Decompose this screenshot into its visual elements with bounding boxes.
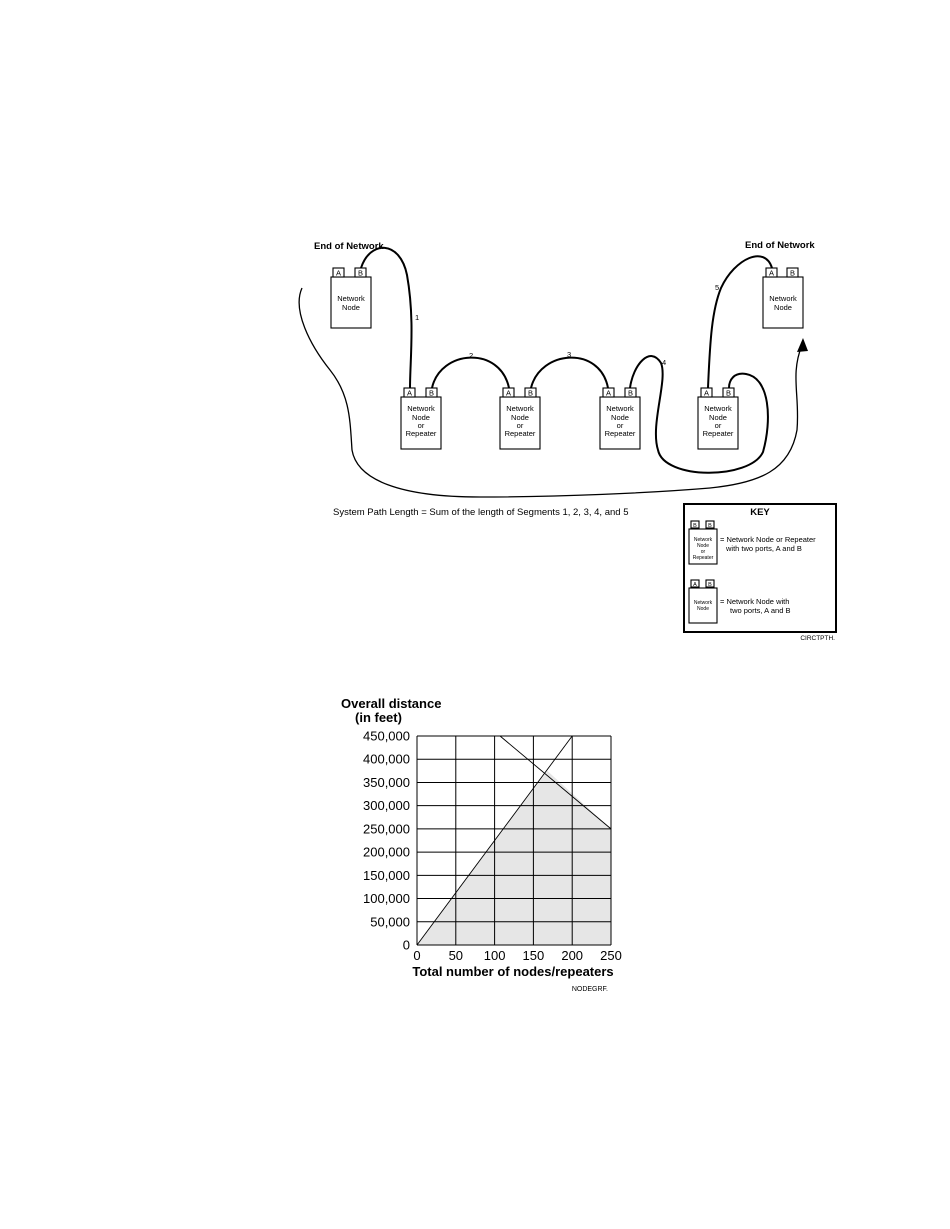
y-tick-label: 300,000: [363, 798, 410, 813]
repeater-4: A B Network Node or Repeater: [697, 387, 739, 450]
y-axis-label-line-2: (in feet): [355, 710, 402, 725]
port-b-label: B: [429, 389, 434, 398]
x-tick-label: 0: [413, 948, 420, 963]
left-end-of-network-label: End of Network: [314, 241, 384, 252]
key-repeater-description-line-1: = Network Node or Repeater: [720, 535, 816, 544]
repeater-label-line-4: Repeater: [703, 429, 734, 438]
repeater-label-line-1: Network: [704, 404, 732, 413]
y-tick-label: 0: [403, 938, 410, 953]
repeater-label-line-1: Network: [506, 404, 534, 413]
port-b-label: B: [528, 389, 533, 398]
x-tick-label: 150: [523, 948, 545, 963]
y-tick-label: 200,000: [363, 845, 410, 860]
port-b-label: B: [708, 523, 712, 529]
repeater-label-line-1: Network: [606, 404, 634, 413]
repeater-2: A B Network Node or Repeater: [499, 387, 541, 450]
left-end-network-node: A B Network Node: [330, 267, 372, 329]
port-a-label: A: [606, 389, 611, 398]
x-tick-label: 50: [449, 948, 463, 963]
port-b-label: B: [693, 523, 697, 529]
x-tick-label: 250: [600, 948, 622, 963]
shaded-feasible-region: [417, 770, 611, 945]
x-tick-label: 100: [484, 948, 506, 963]
y-tick-label: 350,000: [363, 775, 410, 790]
segment-3-cable: [530, 356, 609, 389]
port-a-label: A: [704, 389, 709, 398]
repeater-label-line-4: Repeater: [605, 429, 636, 438]
repeater-3: A B Network Node or Repeater: [599, 387, 641, 450]
port-b-label: B: [726, 389, 731, 398]
repeater-1: A B Network Node or Repeater: [400, 387, 442, 450]
segment-2-label: 2: [469, 351, 473, 360]
system-path-length-caption: System Path Length = Sum of the length o…: [333, 507, 628, 518]
node-label-line-2: Node: [342, 303, 360, 312]
repeater-label-line-1: Network: [694, 537, 713, 543]
y-tick-label: 250,000: [363, 821, 410, 836]
repeater-label-line-2: Node: [511, 413, 529, 422]
series-line-0: [416, 735, 573, 946]
port-a-label: A: [407, 389, 412, 398]
segment-2-cable: [431, 356, 510, 389]
return-path-line: [298, 287, 803, 498]
key-repeater-description-line-2: with two ports, A and B: [725, 544, 802, 553]
segment-4-label: 4: [662, 358, 666, 367]
repeater-label-line-4: Repeater: [693, 555, 714, 561]
right-end-network-node: A B Network Node: [762, 267, 804, 329]
repeater-label-line-3: or: [517, 421, 524, 430]
segment-3-label: 3: [567, 350, 571, 359]
right-end-of-network-label: End of Network: [745, 240, 815, 251]
repeater-label-line-4: Repeater: [406, 429, 437, 438]
y-axis-label-line-1: Overall distance: [341, 696, 441, 711]
repeater-label-line-2: Node: [697, 543, 709, 549]
y-tick-label: 150,000: [363, 868, 410, 883]
repeater-label-line-3: or: [715, 421, 722, 430]
repeater-label-line-1: Network: [407, 404, 435, 413]
port-a-label: A: [693, 582, 697, 588]
port-a-label: A: [336, 269, 341, 278]
y-tick-label: 400,000: [363, 752, 410, 767]
node-label-line-2: Node: [774, 303, 792, 312]
port-b-label: B: [358, 269, 363, 278]
key-node-description-line-1: = Network Node with: [720, 597, 789, 606]
y-tick-label: 100,000: [363, 891, 410, 906]
node-label-line-2: Node: [697, 606, 709, 612]
diagram-key: KEY B B Network Node or Repeater = Netwo…: [683, 503, 837, 633]
x-tick-label: 200: [561, 948, 583, 963]
chart-figure-id: NODEGRF.: [572, 986, 608, 993]
series-line-1: [499, 735, 612, 830]
repeater-label-line-2: Node: [611, 413, 629, 422]
repeater-label-line-3: or: [701, 549, 706, 555]
repeater-label-line-3: or: [617, 421, 624, 430]
port-a-label: A: [506, 389, 511, 398]
port-a-label: A: [769, 269, 774, 278]
segment-1-cable: [360, 246, 413, 389]
x-axis-label: Total number of nodes/repeaters: [412, 964, 613, 979]
repeater-label-line-4: Repeater: [505, 429, 536, 438]
key-title: KEY: [750, 507, 770, 518]
repeater-label-line-2: Node: [709, 413, 727, 422]
port-b-label: B: [708, 582, 712, 588]
repeater-label-line-2: Node: [412, 413, 430, 422]
node-label-line-1: Network: [694, 600, 713, 606]
node-label-line-1: Network: [337, 294, 365, 303]
segment-4-cable: [629, 355, 769, 474]
key-node-description-line-2: two ports, A and B: [730, 606, 790, 615]
segment-1-label: 1: [415, 313, 419, 322]
segment-5-label: 5: [715, 283, 719, 292]
port-b-label: B: [628, 389, 633, 398]
key-node-symbol: A B Network Node: [688, 579, 718, 624]
return-path-arrowhead: [797, 338, 808, 352]
y-tick-label: 50,000: [370, 914, 410, 929]
repeater-label-line-3: or: [418, 421, 425, 430]
y-tick-label: 450,000: [363, 729, 410, 744]
segment-5-cable: [707, 255, 773, 389]
node-label-line-1: Network: [769, 294, 797, 303]
key-repeater-symbol: B B Network Node or Repeater: [688, 520, 718, 565]
port-b-label: B: [790, 269, 795, 278]
network-path-diagram: End of Network End of Network 1 2 3 4 5 …: [298, 240, 837, 642]
diagram-figure-id: CIRCTPTH.: [800, 635, 835, 642]
